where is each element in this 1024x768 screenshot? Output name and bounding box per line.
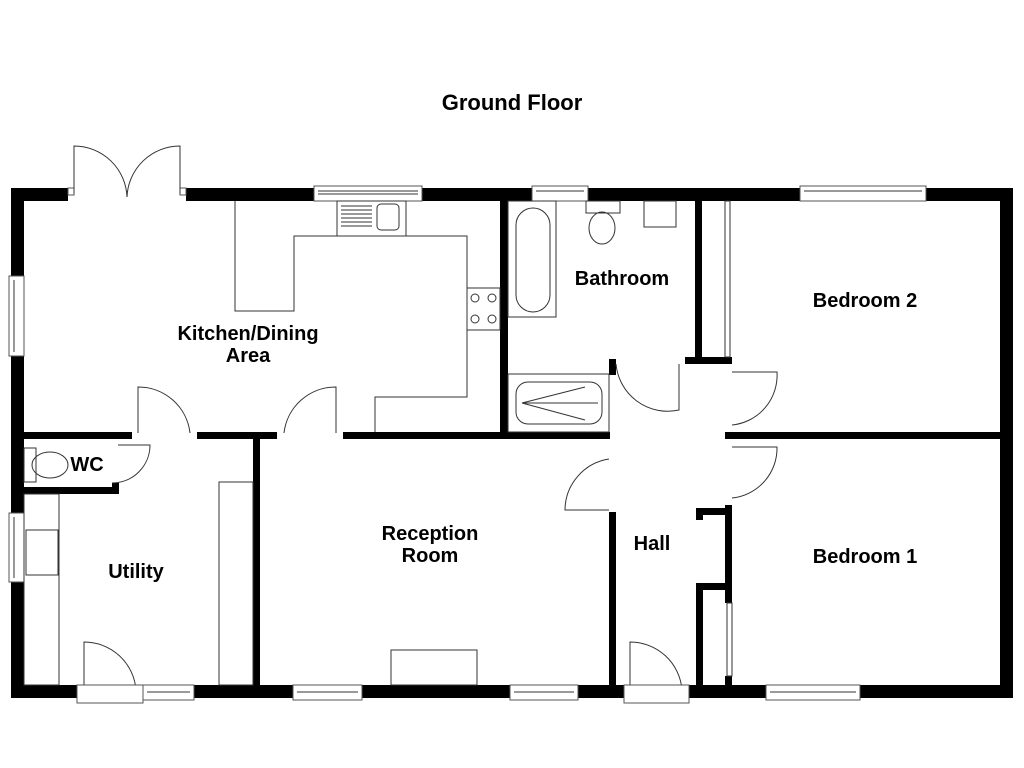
room-label-line: Area [225,345,271,367]
room-label-line: Reception [381,523,479,545]
room-label-wc: WC [70,454,104,476]
floor-title: Ground Floor [441,90,583,115]
room-label-utility: Utility [108,561,164,583]
room-label-bedroom1: Bedroom 1 [812,546,918,568]
room-label-line: Kitchen/Dining [177,323,319,345]
room-label-line: Room [401,545,459,567]
room-label-bedroom2: Bedroom 2 [812,290,918,312]
room-label-kitchen: Kitchen/Dining Area [168,323,328,367]
room-label-hall: Hall [633,533,671,555]
room-label-reception: Reception Room [360,523,500,567]
fixtures [23,200,733,686]
room-label-bathroom: Bathroom [574,268,670,290]
doors [67,145,778,704]
windows [8,185,927,701]
inner-walls [24,201,1013,686]
outer-walls [11,188,1013,698]
